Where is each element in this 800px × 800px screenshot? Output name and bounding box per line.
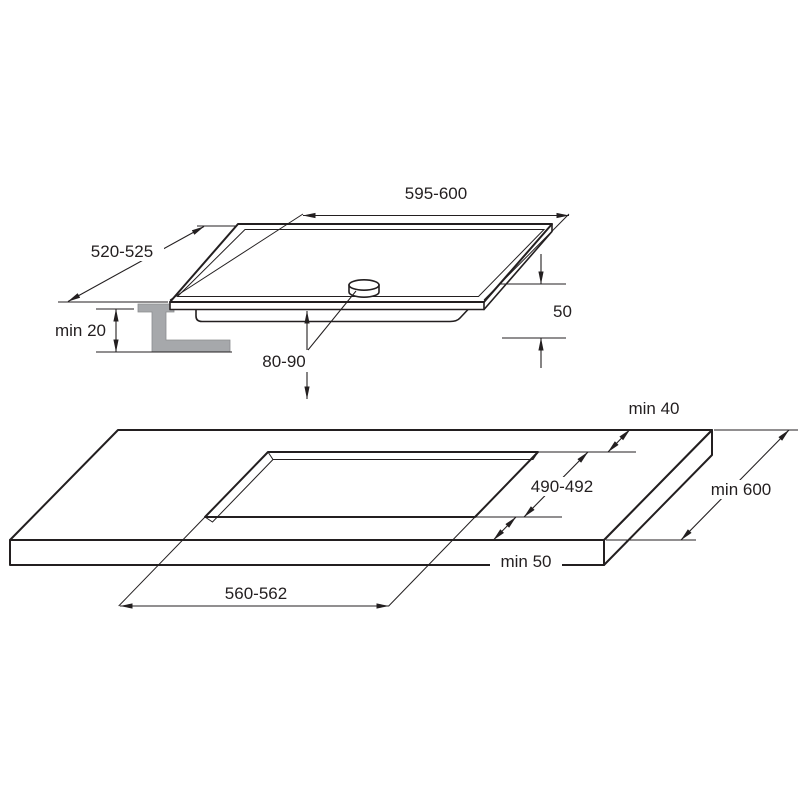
worktop-group	[9, 429, 713, 566]
label-mask	[700, 480, 782, 499]
hob-width-label: 595-600	[405, 184, 467, 203]
extension-line	[388, 516, 476, 607]
burner-knob-top	[348, 278, 380, 291]
dim-front-clearance: min 50	[490, 516, 562, 571]
front-clearance-label: min 50	[500, 552, 551, 571]
dim-hob-height: 50	[500, 254, 572, 368]
label-mask	[524, 477, 600, 496]
dim-body-depth: 80-90	[262, 290, 357, 400]
extension-line	[118, 516, 206, 607]
dim-cutout-depth: 490-492	[475, 451, 600, 518]
hob-depth-label: 520-525	[91, 242, 153, 261]
worktop-depth-label: min 600	[711, 480, 771, 499]
leader-line	[307, 290, 357, 351]
dim-cutout-width: 560-562	[118, 516, 476, 609]
dim-bracket-gap: min 20	[55, 308, 232, 353]
extension-line	[483, 213, 570, 301]
body-depth-label: 80-90	[262, 352, 305, 371]
hob-height-label: 50	[553, 302, 572, 321]
cutout-width-label: 560-562	[225, 584, 287, 603]
dim-hob-width: 595-600	[169, 184, 570, 301]
dimension-line	[67, 226, 205, 302]
mounting-bracket	[137, 303, 231, 353]
dim-hob-depth: 520-525	[58, 225, 236, 303]
bracket-gap-label: min 20	[55, 321, 106, 340]
back-clearance-label: min 40	[628, 399, 679, 418]
dim-worktop-depth: min 600	[606, 429, 798, 541]
cutout-depth-label: 490-492	[531, 477, 593, 496]
dimension-line	[493, 516, 517, 541]
label-mask	[490, 552, 562, 571]
hob-body	[195, 308, 469, 323]
label-mask	[80, 242, 164, 261]
hob-group	[137, 223, 553, 353]
cutout-inner-wall-left	[204, 459, 274, 523]
dimension-line	[607, 429, 631, 453]
hob-front-face	[169, 301, 485, 311]
